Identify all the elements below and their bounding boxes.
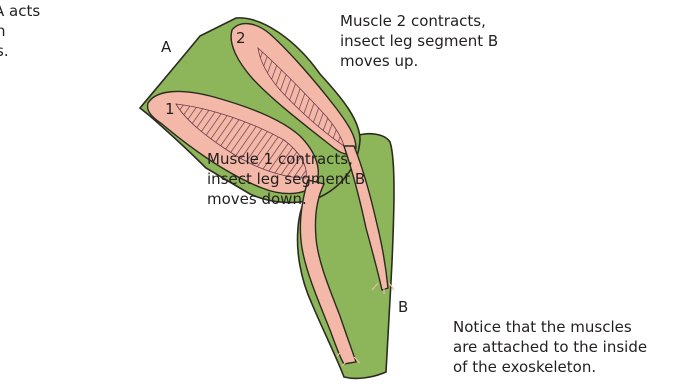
notice-annotation-line-3: of the exoskeleton. (453, 358, 596, 377)
muscle-1-annotation-line-1: Muscle 1 contracts, (207, 150, 353, 169)
muscle-1-number: 1 (165, 100, 175, 118)
notice-annotation-line-2: are attached to the inside (453, 338, 647, 357)
muscle-2-number: 2 (236, 29, 246, 47)
muscle-2-annotation-line-3: moves up. (340, 52, 418, 71)
muscle-2-annotation-line-2: insect leg segment B (340, 32, 498, 51)
notice-annotation-line-1: Notice that the muscles (453, 318, 632, 337)
muscle-2-annotation-line-1: Muscle 2 contracts, (340, 12, 486, 31)
muscle-1-annotation-line-2: insect leg segment B (207, 170, 365, 189)
muscle-1-annotation-line-3: moves down. (207, 190, 307, 209)
label-segment-b: B (398, 298, 408, 317)
label-segment-a: A (161, 38, 171, 57)
